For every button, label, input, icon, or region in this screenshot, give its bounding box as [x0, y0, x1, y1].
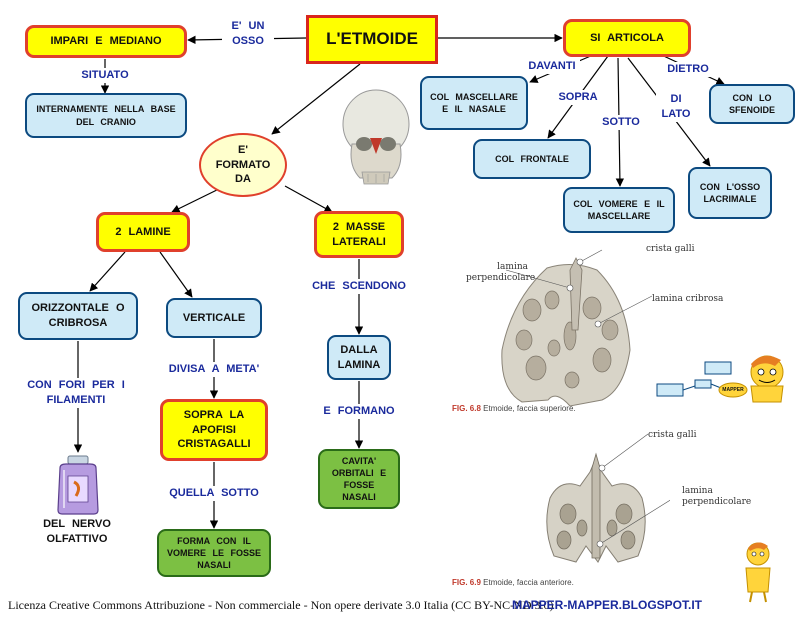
title-node: L'ETMOIDE [306, 15, 438, 64]
skull-illustration [342, 89, 410, 185]
node-dalla-lamina: DALLA LAMINA [327, 335, 391, 380]
footer-site-link[interactable]: MAPPER-MAPPER.BLOGSPOT.IT [512, 598, 703, 612]
mascot-badge: MAPPER [722, 386, 744, 393]
fig1-caption: FIG. 6.8 Etmoide, faccia superiore. [452, 404, 576, 413]
link-davanti: DAVANTI [524, 59, 580, 74]
link-e-un-osso: E' UN OSSO [222, 19, 274, 49]
link-sopra: SOPRA [556, 90, 600, 105]
ethmoid-anterior-figure [546, 433, 670, 563]
link-che-scendono: CHE SCENDONO [312, 279, 406, 294]
link-divisa-a-meta: DIVISA A META' [158, 362, 270, 377]
node-del-nervo-olfattivo: DEL NERVO OLFATTIVO [43, 518, 111, 545]
node-con-osso-lacrimale: CON L'OSSO LACRIMALE [688, 167, 772, 219]
node-col-vomere-e-mascellare: COL VOMERE E IL MASCELLARE [563, 187, 675, 233]
ethmoid-superior-figure [501, 249, 653, 407]
fig1-label-lamina-cribrosa: lamina cribrosa [652, 294, 724, 304]
link-con-fori-per-i-filamenti: CON FORI PER I FILAMENTI [22, 378, 130, 408]
node-con-lo-sfenoide: CON LO SFENOIDE [709, 84, 795, 124]
node-2-lamine: 2 LAMINE [96, 212, 190, 252]
link-quella-sotto: QUELLA SOTTO [158, 486, 270, 501]
fig2-caption-text: Etmoide, faccia anteriore. [483, 578, 574, 587]
node-e-formato-da: E' FORMATO DA [199, 133, 287, 197]
node-2-masse-laterali: 2 MASSE LATERALI [314, 211, 404, 258]
page-title: L'ETMOIDE [326, 29, 418, 49]
fig2-caption: FIG. 6.9 Etmoide, faccia anteriore. [452, 578, 574, 587]
link-situato: SITUATO [77, 68, 133, 83]
fig1-caption-text: Etmoide, faccia superiore. [483, 404, 576, 413]
node-col-mascellare-e-nasale: COL MASCELLARE E IL NASALE [420, 76, 528, 130]
node-forma-con-il-vomere: FORMA CON IL VOMERE LE FOSSE NASALI [157, 529, 271, 577]
node-internamente: INTERNAMENTE NELLA BASE DEL CRANIO [25, 93, 187, 138]
mapper-mascot [656, 355, 784, 403]
footer-license: Licenza Creative Commons Attribuzione - … [8, 598, 554, 612]
node-impari-e-mediano: IMPARI E MEDIANO [25, 25, 187, 58]
fig2-label-lamina-perpendicolare: lamina perpendicolare [682, 486, 752, 507]
node-cavita-orbitali: CAVITA' ORBITALI E FOSSE NASALI [318, 449, 400, 509]
link-dietro: DIETRO [662, 62, 714, 77]
mapper-mascot-small [745, 542, 771, 603]
fig1-label-crista-galli: crista galli [646, 244, 695, 254]
fig2-caption-number: FIG. 6.9 [452, 578, 481, 587]
node-verticale: VERTICALE [166, 298, 262, 338]
fig1-label-lamina-perpendicolare: lamina perpendicolare [466, 262, 536, 283]
link-e-formano: E FORMANO [312, 404, 406, 419]
link-di-lato: DI LATO [656, 92, 696, 122]
node-col-frontale: COL FRONTALE [473, 139, 591, 179]
fig1-caption-number: FIG. 6.8 [452, 404, 481, 413]
fig2-label-crista-galli: crista galli [648, 430, 697, 440]
node-orizzontale-o-cribrosa: ORIZZONTALE O CRIBROSA [18, 292, 138, 340]
bottle-icon [57, 455, 99, 515]
node-sopra-la-apofisi-cristagalli: SOPRA LA APOFISI CRISTAGALLI [160, 399, 268, 461]
node-si-articola: SI ARTICOLA [563, 19, 691, 57]
link-sotto: SOTTO [597, 115, 645, 130]
